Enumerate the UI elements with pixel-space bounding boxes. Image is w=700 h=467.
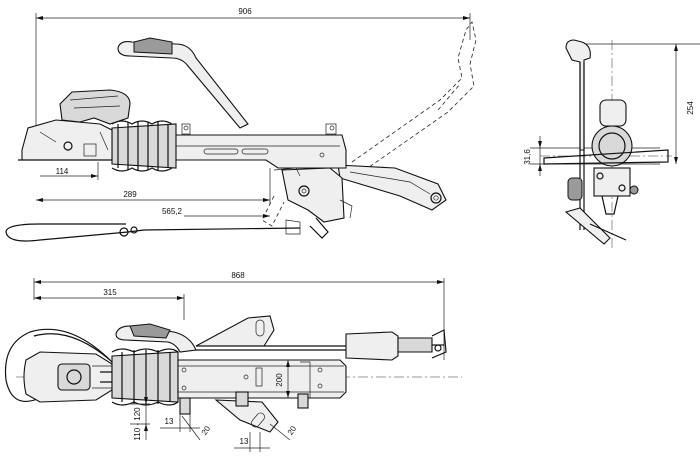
end-lever: [564, 207, 611, 245]
dim-315-label: 315: [103, 288, 117, 297]
hand-grip: [117, 41, 249, 129]
handle-raised-dashed: [351, 21, 477, 173]
drawbar-housing: [169, 134, 347, 169]
dim-31-label: 31,6: [523, 149, 532, 165]
bellows: [111, 120, 177, 172]
dim-289: 289: [36, 168, 271, 204]
dim-20-a-label: 20: [200, 424, 213, 437]
dim-114: 114: [40, 162, 99, 180]
dim-565-label: 565,2: [162, 207, 183, 216]
dim-200: 200: [275, 360, 290, 398]
top-cable-loop: [4, 328, 113, 402]
dim-114-label: 114: [56, 167, 69, 176]
end-coupling-ball: [591, 125, 633, 167]
top-view: 868 315: [4, 271, 462, 452]
dim-13-b: 13: [234, 432, 270, 452]
dim-13-a: 13: [160, 414, 200, 432]
dim-110-120: 110 - 120: [130, 396, 150, 441]
lever-dashed: [261, 195, 285, 227]
dim-200-label: 200: [275, 373, 284, 387]
dim-13-b-label: 13: [240, 437, 249, 446]
end-handle: [565, 39, 591, 151]
dim-254-label: 254: [686, 101, 695, 115]
dim-110-120-label: 110 - 120: [133, 407, 142, 441]
dim-254: 254: [585, 43, 700, 164]
damper-body: [281, 167, 345, 223]
dim-906-label: 906: [238, 7, 252, 16]
top-bellows: [111, 348, 179, 406]
end-drawbar: [593, 167, 631, 197]
dim-868: 868: [33, 271, 445, 360]
breakaway-cable: [5, 223, 129, 242]
handbrake-lever: [337, 164, 447, 211]
dim-13-a-label: 13: [165, 417, 174, 426]
top-damper: [345, 331, 399, 361]
dim-289-label: 289: [123, 190, 137, 199]
dim-868-label: 868: [231, 271, 245, 280]
end-coupling-top: [599, 99, 627, 127]
dim-565: 565,2: [162, 207, 270, 218]
coupling-head: [18, 89, 131, 161]
end-view: 254 31,6: [523, 39, 700, 250]
dim-20-b-label: 20: [286, 424, 299, 437]
side-view: 906: [5, 7, 477, 242]
dim-315: 315: [34, 288, 185, 320]
